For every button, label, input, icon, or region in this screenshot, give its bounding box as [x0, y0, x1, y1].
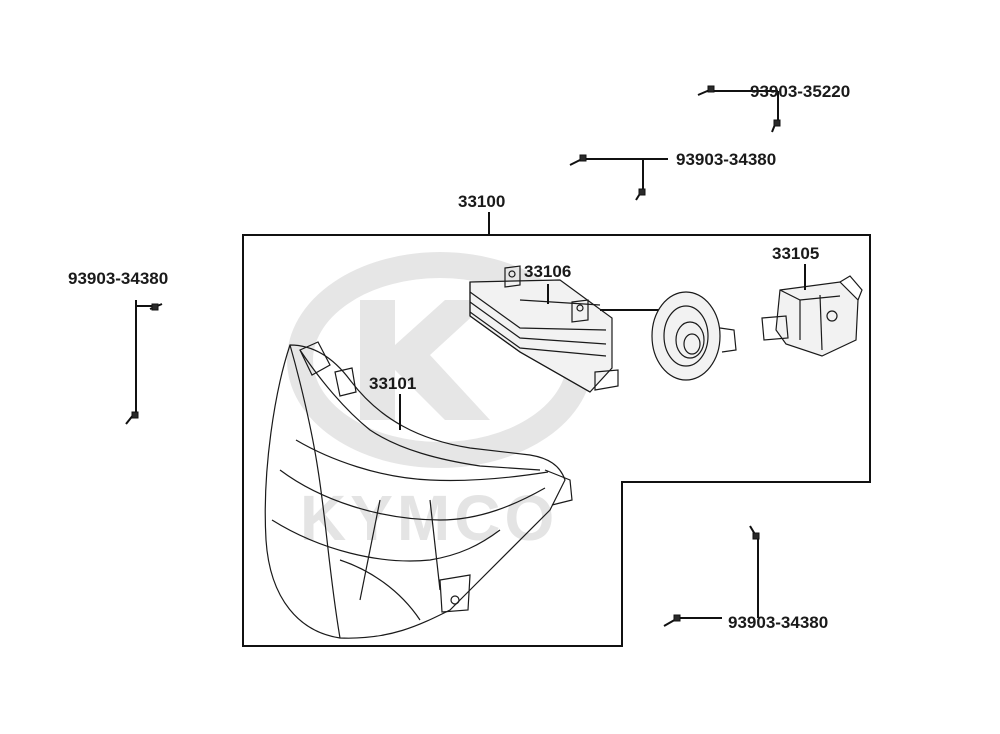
label-screw-left: 93903-34380	[68, 269, 168, 288]
screw-icon	[663, 614, 681, 627]
screw-icon	[125, 411, 139, 425]
screw-icon	[697, 85, 715, 96]
screw-bottom	[663, 525, 760, 627]
watermark-brand-text: KYMCO	[300, 482, 558, 554]
screw-mid	[569, 154, 668, 201]
label-ballast: 33106	[524, 262, 571, 281]
bulb-ring	[651, 291, 737, 381]
headlight-lens	[264, 341, 573, 639]
label-screw-top: 93903-35220	[750, 82, 850, 101]
screw-icon	[749, 525, 760, 540]
screw-top	[697, 85, 781, 133]
kymco-watermark-logo: KYMCO	[287, 252, 593, 554]
label-lens: 33101	[369, 374, 416, 393]
bulb-socket	[761, 275, 863, 357]
screw-icon	[569, 154, 587, 166]
screw-icon	[149, 303, 163, 311]
screw-icon	[635, 188, 646, 201]
ballast-unit	[469, 265, 619, 393]
label-screw-bottom: 93903-34380	[728, 613, 828, 632]
label-assembly: 33100	[458, 192, 505, 211]
screw-icon	[771, 119, 781, 133]
label-bulb-socket: 33105	[772, 244, 819, 263]
assembly-boundary	[242, 234, 871, 647]
label-screw-mid: 93903-34380	[676, 150, 776, 169]
screw-left	[125, 300, 163, 425]
